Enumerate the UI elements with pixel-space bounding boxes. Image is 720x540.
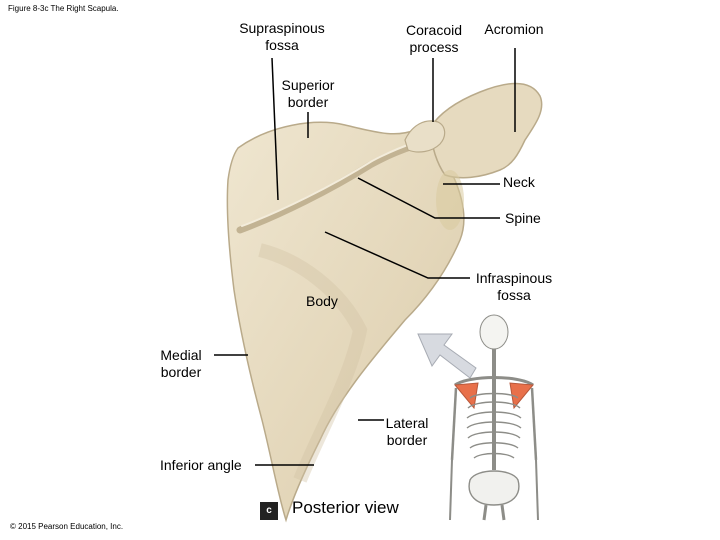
scapula-body	[226, 121, 465, 523]
figure-caption: Figure 8-3c The Right Scapula.	[8, 4, 119, 13]
label-coracoid-process: Coracoid process	[405, 22, 463, 55]
view-label: Posterior view	[292, 498, 399, 517]
glenoid-region	[436, 170, 464, 230]
panel-letter-badge: c	[260, 502, 278, 520]
leader-infraspinous-fossa	[324, 231, 470, 279]
label-neck: Neck	[503, 174, 535, 190]
coracoid-process	[404, 120, 446, 153]
acromion-process	[429, 82, 543, 179]
label-infraspinous-fossa: Infraspinous fossa	[475, 270, 553, 303]
copyright-notice: © 2015 Pearson Education, Inc.	[10, 522, 124, 531]
leader-supraspinous-fossa	[271, 57, 279, 201]
label-superior-border: Superior border	[281, 77, 335, 110]
label-inferior-angle: Inferior angle	[160, 457, 242, 473]
view-arrow	[417, 333, 477, 379]
leader-spine	[357, 177, 500, 219]
label-acromion: Acromion	[484, 21, 544, 37]
label-spine: Spine	[505, 210, 541, 226]
label-supraspinous-fossa: Supraspinous fossa	[239, 20, 325, 53]
skeleton-thumbnail	[449, 314, 539, 521]
body-shading	[258, 243, 368, 483]
label-lateral-border: Lateral border	[385, 415, 429, 448]
label-body: Body	[306, 293, 338, 309]
label-medial-border: Medial border	[160, 347, 202, 380]
